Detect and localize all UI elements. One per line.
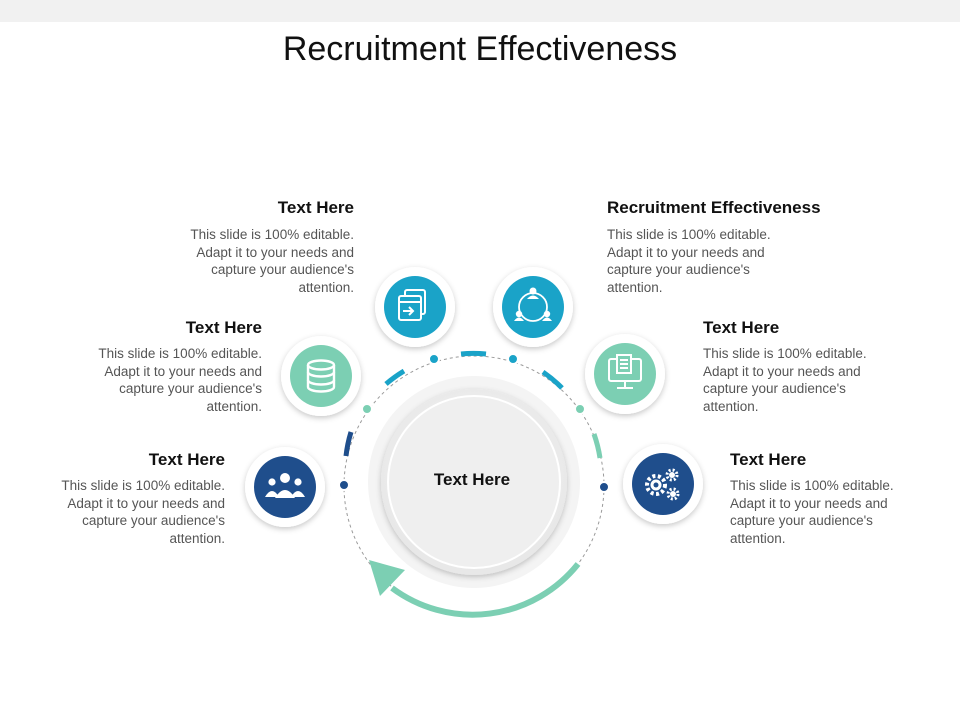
ring-segment-teal-left xyxy=(384,368,406,386)
node-database[interactable] xyxy=(281,336,361,416)
ring-segment-teal-top xyxy=(460,350,487,357)
node-title-team: Text Here xyxy=(148,450,225,469)
network-people-icon xyxy=(514,287,552,322)
node-badge-inner xyxy=(632,453,694,515)
connector-dots xyxy=(338,353,610,493)
node-desc-gears: This slide is 100% editable. Adapt it to… xyxy=(730,478,894,546)
ring-segment-navy xyxy=(343,431,354,457)
center-label: Text Here xyxy=(433,470,511,489)
top-bar xyxy=(0,0,960,22)
node-monitor[interactable] xyxy=(585,334,665,414)
page-title: Recruitment Effectiveness xyxy=(282,30,678,68)
node-badge-inner xyxy=(254,456,316,518)
ring-segment-teal-right xyxy=(541,369,564,390)
node-desc-team: This slide is 100% editable. Adapt it to… xyxy=(61,478,225,546)
monitor-document-icon xyxy=(608,354,642,389)
node-desc-network: This slide is 100% editable. Adapt it to… xyxy=(607,227,771,295)
windows-export-icon xyxy=(398,289,426,321)
node-title-windows: Text Here xyxy=(277,198,354,217)
node-title-gears: Text Here xyxy=(730,450,807,469)
connector-dot xyxy=(338,479,350,491)
team-icon xyxy=(265,473,305,498)
ring-segment-group xyxy=(343,350,603,459)
node-title-monitor: Text Here xyxy=(703,318,780,337)
node-title-database: Text Here xyxy=(185,318,262,337)
node-desc-monitor: This slide is 100% editable. Adapt it to… xyxy=(703,346,867,414)
connector-dot xyxy=(574,403,586,415)
node-team[interactable] xyxy=(245,447,325,527)
database-icon xyxy=(306,359,336,393)
node-desc-windows: This slide is 100% editable. Adapt it to… xyxy=(190,227,354,295)
center-disc xyxy=(387,395,561,569)
connector-dot xyxy=(598,481,610,493)
cycle-arrow-head xyxy=(369,560,405,596)
node-badge-inner xyxy=(502,276,564,338)
gears-icon xyxy=(645,468,680,501)
node-network[interactable] xyxy=(493,267,573,347)
connector-dot xyxy=(428,353,440,365)
node-windows[interactable] xyxy=(375,267,455,347)
connector-dot xyxy=(361,403,373,415)
node-desc-database: This slide is 100% editable. Adapt it to… xyxy=(98,346,262,414)
cycle-arrow-arc xyxy=(390,562,581,618)
ring-segment-mint-right xyxy=(591,433,603,459)
node-title-network: Recruitment Effectiveness xyxy=(607,198,821,217)
connector-dot xyxy=(507,353,519,365)
node-gears[interactable] xyxy=(623,444,703,524)
